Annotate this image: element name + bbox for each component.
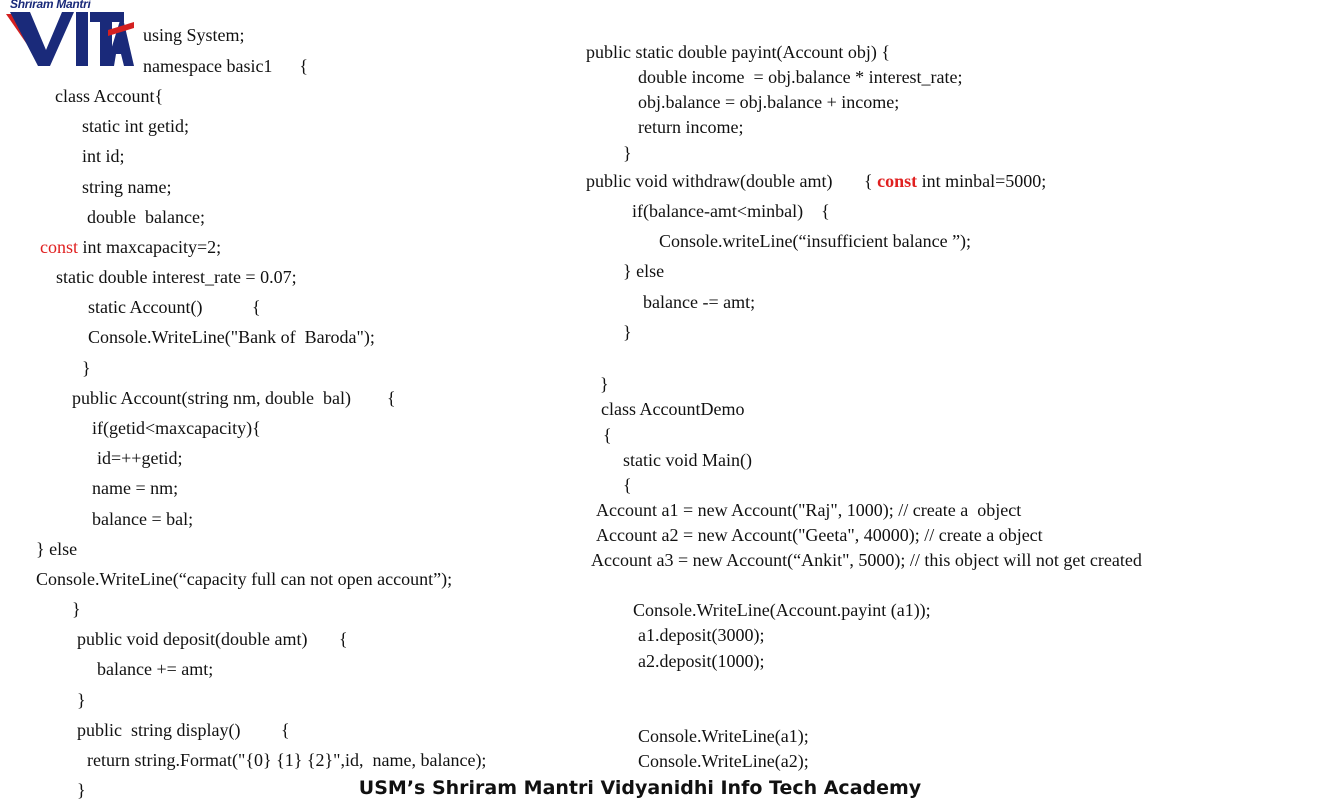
- code-line: static void Main(): [623, 450, 752, 470]
- code-line: } else: [623, 261, 665, 281]
- code-line: } else: [36, 539, 78, 559]
- code-line: if(getid<maxcapacity){: [92, 418, 261, 438]
- academy-logo: Shriram Mantri: [4, 0, 138, 70]
- code-line: }: [77, 690, 86, 710]
- vita-logo-mark: [6, 12, 134, 66]
- code-line: }: [623, 143, 632, 163]
- code-line: Console.WriteLine(a2);: [638, 751, 809, 771]
- code-text: public void withdraw(double amt) {: [586, 171, 878, 191]
- code-line: return string.Format("{0} {1} {2}",id, n…: [87, 750, 487, 770]
- code-line: public void deposit(double amt) {: [77, 629, 348, 649]
- code-line: }: [72, 599, 81, 619]
- const-keyword: const: [877, 171, 918, 191]
- code-line: id=++getid;: [97, 448, 183, 468]
- code-line: {: [623, 475, 632, 495]
- code-line: public Account(string nm, double bal) {: [72, 388, 396, 408]
- code-line-const: public void withdraw(double amt) { const…: [586, 170, 1046, 192]
- code-line: namespace basic1 {: [143, 56, 309, 76]
- code-line: balance = bal;: [92, 509, 194, 529]
- code-line: public string display() {: [77, 720, 290, 740]
- code-line: string name;: [82, 177, 172, 197]
- code-text: int maxcapacity=2;: [82, 237, 222, 257]
- code-line: Account a1 = new Account("Raj", 1000); /…: [596, 500, 1022, 520]
- code-line: balance -= amt;: [643, 292, 756, 312]
- code-line: Console.WriteLine(“capacity full can not…: [36, 569, 453, 589]
- code-line: Console.WriteLine(a1);: [638, 726, 809, 746]
- code-line: int id;: [82, 146, 125, 166]
- code-line: double income = obj.balance * interest_r…: [638, 67, 963, 87]
- code-line: a1.deposit(3000);: [638, 625, 765, 645]
- code-line: static int getid;: [82, 116, 189, 136]
- code-line: balance += amt;: [97, 659, 214, 679]
- code-line: }: [82, 358, 91, 378]
- code-line: class AccountDemo: [601, 399, 745, 419]
- code-line: }: [623, 322, 632, 342]
- code-line: Console.writeLine(“insufficient balance …: [659, 231, 972, 251]
- code-line: Account a3 = new Account(“Ankit", 5000);…: [591, 550, 1142, 570]
- code-line: }: [77, 780, 86, 800]
- code-line: name = nm;: [92, 478, 179, 498]
- code-line: double balance;: [87, 207, 205, 227]
- code-line: Account a2 = new Account("Geeta", 40000)…: [596, 525, 1043, 545]
- footer-academy-name: USM’s Shriram Mantri Vidyanidhi Info Tec…: [358, 777, 922, 799]
- code-line: using System;: [143, 25, 245, 45]
- logo-brand-text: Shriram Mantri: [10, 0, 91, 11]
- code-line: static double interest_rate = 0.07;: [56, 267, 297, 287]
- code-line-const: const int maxcapacity=2;: [40, 236, 221, 258]
- code-line: {: [603, 425, 612, 445]
- code-line: a2.deposit(1000);: [638, 651, 765, 671]
- code-line: obj.balance = obj.balance + income;: [638, 92, 900, 112]
- code-line: Console.WriteLine("Bank of Baroda");: [88, 327, 375, 347]
- code-line: public static double payint(Account obj)…: [586, 42, 891, 62]
- code-line: }: [600, 374, 609, 394]
- const-keyword: const: [40, 237, 78, 257]
- code-line: class Account{: [55, 86, 164, 106]
- code-line: return income;: [638, 117, 744, 137]
- code-text: int minbal=5000;: [917, 171, 1047, 191]
- code-line: if(balance-amt<minbal) {: [632, 201, 830, 221]
- code-line: Console.WriteLine(Account.payint (a1));: [633, 600, 931, 620]
- code-line: static Account() {: [88, 297, 261, 317]
